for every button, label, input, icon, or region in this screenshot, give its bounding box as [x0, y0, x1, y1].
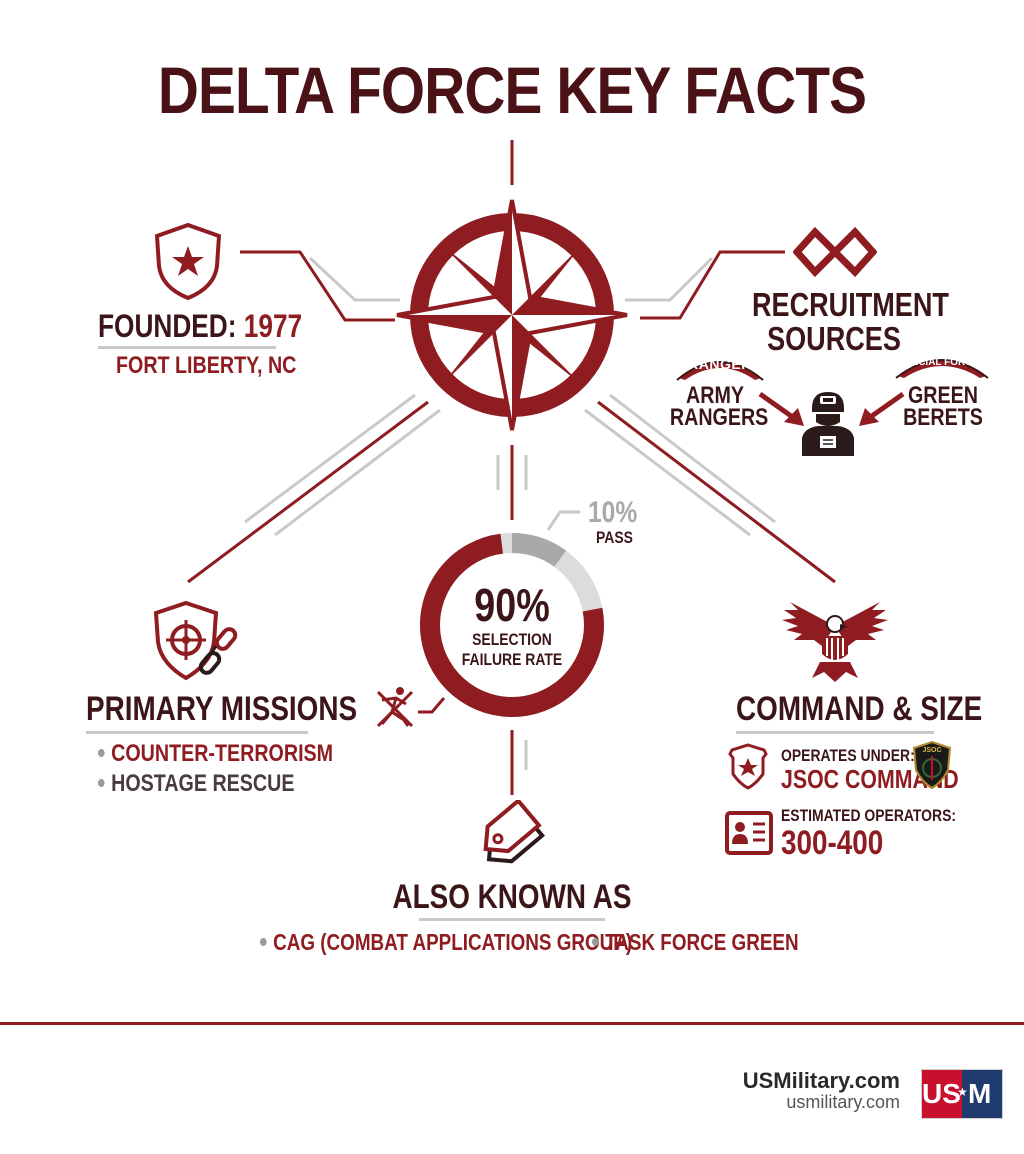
- arrow-right-icon: [758, 391, 804, 426]
- eagle-icon: [782, 602, 888, 682]
- brand-name[interactable]: USMilitary.com: [742, 1068, 900, 1093]
- selection-donut: [420, 533, 604, 717]
- operators-label: ESTIMATED OPERATORS:: [781, 806, 957, 825]
- tag-icon: [483, 800, 546, 864]
- founded-location: FORT LIBERTY, NC: [116, 352, 297, 379]
- army-rangers-line1: ARMY: [686, 382, 744, 409]
- pass-percent: 10%: [588, 496, 638, 529]
- bullet-dot: [98, 778, 105, 787]
- aka-divider: [419, 918, 605, 921]
- page-title: DELTA FORCE KEY FACTS: [157, 53, 867, 127]
- infinity-chevron-icon: [793, 226, 877, 278]
- brand-url[interactable]: usmilitary.com: [786, 1092, 900, 1112]
- founded-heading: FOUNDED: 1977: [98, 308, 302, 345]
- connector-lines: [187, 140, 836, 795]
- operators-value: 300-400: [781, 824, 884, 862]
- jsoc-badge: [912, 740, 952, 790]
- mission-text-2: HOSTAGE RESCUE: [111, 770, 295, 797]
- founded-label: FOUNDED:: [98, 308, 237, 344]
- recruitment-heading-line1: RECRUITMENT: [752, 286, 949, 323]
- pass-label: PASS: [596, 528, 633, 547]
- founded-year: 1977: [243, 308, 303, 344]
- badge-star-icon: [728, 743, 768, 790]
- donut-pass-segment: [511, 533, 567, 567]
- aka-item-1: CAG (COMBAT APPLICATIONS GROUP): [260, 929, 632, 956]
- aka-text-1: CAG (COMBAT APPLICATIONS GROUP): [273, 929, 633, 955]
- operates-label: OPERATES UNDER:: [781, 746, 915, 765]
- special-forces-tab-label: SPECIAL FORCES: [898, 357, 986, 368]
- donut-fail-segment: [420, 533, 604, 717]
- mission-item-1: COUNTER-TERRORISM: [98, 740, 333, 768]
- brand-logo: US ★ M: [921, 1069, 1003, 1119]
- fail-icon: [376, 687, 414, 728]
- logo-left-panel: US: [922, 1070, 962, 1118]
- logo-star-icon: ★: [957, 1085, 968, 1099]
- ranger-tab: [676, 361, 764, 381]
- soldier-icon: [802, 392, 854, 456]
- compass-rose-icon: [396, 199, 628, 431]
- recruitment-heading-line2: SOURCES: [767, 320, 901, 357]
- army-rangers-line2: RANGERS: [669, 404, 769, 431]
- special-forces-tab: [895, 359, 989, 379]
- fail-label-line1: SELECTION: [472, 630, 552, 649]
- bullet-dot: [98, 748, 105, 757]
- green-berets-line2: BERETS: [903, 404, 983, 431]
- footer-divider: [0, 1022, 1024, 1025]
- target-chain-icon: [153, 600, 238, 681]
- missions-divider: [86, 731, 308, 734]
- id-card-icon: [725, 811, 773, 855]
- fail-label-line2: FAILURE RATE: [461, 650, 563, 669]
- mission-item-2: HOSTAGE RESCUE: [98, 770, 294, 798]
- aka-heading: ALSO KNOWN AS: [392, 878, 632, 916]
- green-berets-line1: GREEN: [907, 382, 978, 409]
- arrow-left-icon: [859, 391, 905, 426]
- aka-text-2: TASK FORCE GREEN: [605, 929, 799, 955]
- missions-heading: PRIMARY MISSIONS: [86, 690, 358, 728]
- logo-right-panel: M: [962, 1070, 1002, 1118]
- shield-star-icon: [154, 222, 222, 300]
- bullet-dot: [592, 937, 599, 946]
- founded-divider: [98, 346, 276, 349]
- command-divider: [736, 731, 934, 734]
- aka-item-2: TASK FORCE GREEN: [592, 929, 799, 956]
- command-heading: COMMAND & SIZE: [736, 690, 983, 728]
- bullet-dot: [260, 937, 267, 946]
- mission-text-1: COUNTER-TERRORISM: [111, 740, 334, 767]
- ranger-tab-label: RANGER: [688, 356, 752, 372]
- fail-percent: 90%: [474, 579, 550, 631]
- jsoc-badge-label: JSOC: [922, 747, 942, 754]
